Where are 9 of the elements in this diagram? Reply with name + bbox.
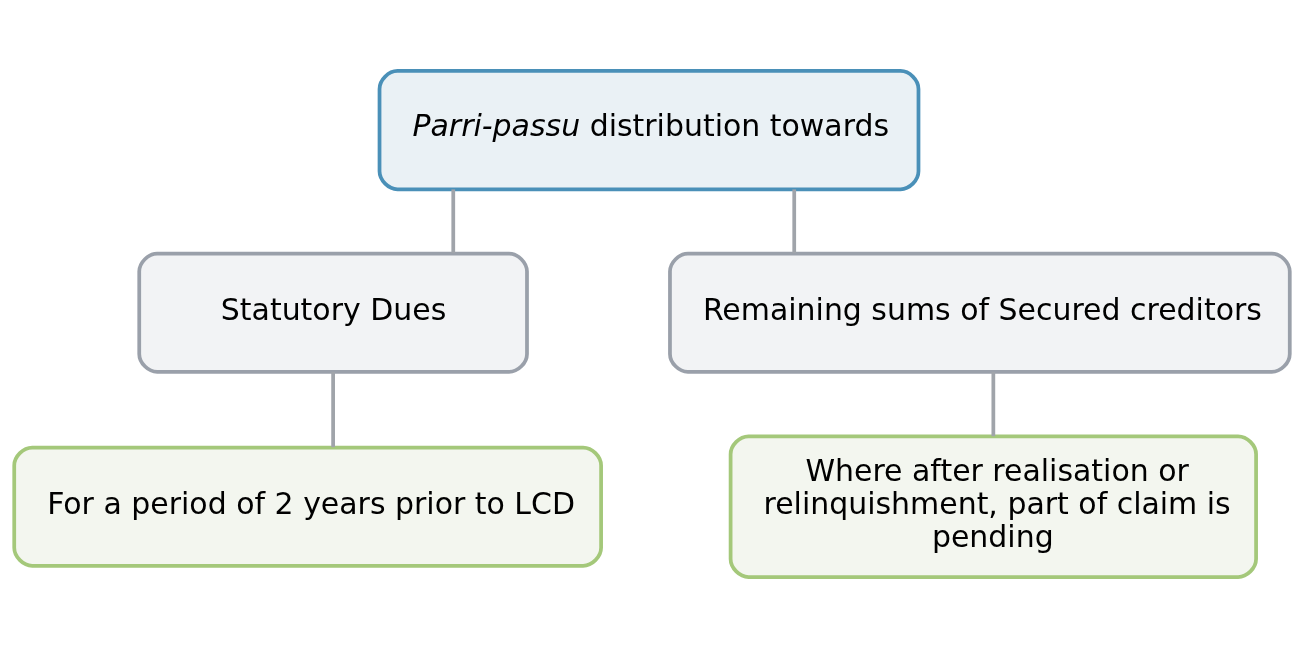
- connector: [991, 372, 996, 437]
- node-box: Parri-passu distribution towards: [377, 69, 921, 192]
- node-box: For a period of 2 years prior to LCD: [12, 445, 603, 568]
- connector: [792, 189, 797, 254]
- node-box: Remaining sums of Secured creditors: [668, 251, 1292, 374]
- node-box: Statutory Dues: [137, 251, 529, 374]
- connector: [451, 189, 456, 254]
- connector: [331, 372, 335, 448]
- node-box: Where after realisation or relinquishment, part of claim is pending: [728, 434, 1258, 579]
